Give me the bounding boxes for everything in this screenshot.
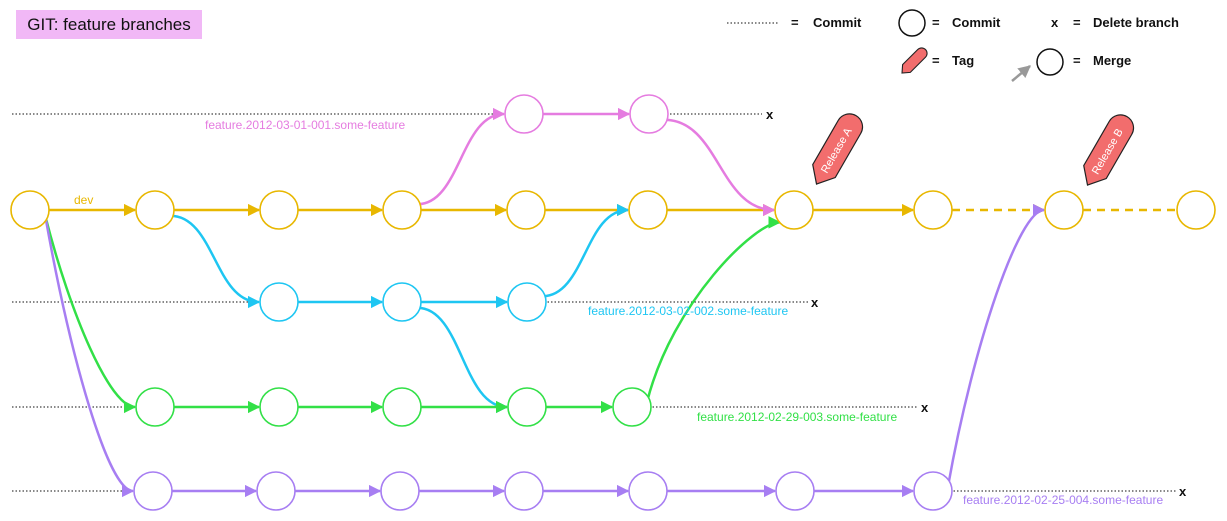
legend-commit-line-label: Commit [813, 15, 862, 30]
green-commit-node [382, 387, 422, 427]
pink-edge [417, 107, 506, 206]
blue-commit-node [259, 282, 299, 322]
green-edge [43, 215, 137, 414]
green-branch-label: feature.2012-02-29-003.some-feature [697, 410, 897, 424]
blue-edge [542, 203, 630, 298]
legend: = Commit = Commit x = Delete branch = Ta… [727, 9, 1179, 82]
page-title: GIT: feature branches [16, 10, 202, 39]
legend-commit-circle-label: Commit [952, 15, 1001, 30]
branch-labels: dev feature.2012-03-01-001.some-feature … [74, 118, 1163, 507]
purple-commit-node [504, 471, 544, 511]
legend-commit-circle [898, 9, 926, 37]
blue-edge [417, 306, 509, 414]
legend-merge-arrow [1011, 65, 1031, 82]
branch-edges [43, 107, 1176, 498]
green-commit-node [259, 387, 299, 427]
pink-edge [664, 118, 776, 217]
purple-edge [43, 215, 135, 498]
purple-delete-mark: x [1179, 484, 1187, 499]
blue-branch-label: feature.2012-03-02-002.some-feature [588, 304, 788, 318]
pink-commit-node [629, 94, 669, 134]
dev-commit-node [1176, 190, 1216, 230]
dev-branch-label: dev [74, 193, 93, 207]
tag-shape [1083, 114, 1135, 186]
purple-commit-node [380, 471, 420, 511]
green-delete-mark: x [921, 400, 929, 415]
green-commit-node [612, 387, 652, 427]
blue-delete-mark: x [811, 295, 819, 310]
dev-commit-node [135, 190, 175, 230]
purple-commit-node [775, 471, 815, 511]
blue-commit-node [382, 282, 422, 322]
legend-eq: = [791, 15, 799, 30]
dev-commit-node [774, 190, 814, 230]
dev-commit-node [382, 190, 422, 230]
dev-commit-node [259, 190, 299, 230]
legend-eq: = [932, 15, 940, 30]
release-tag-a: Release A [812, 113, 864, 185]
blue-commit-node [507, 282, 547, 322]
pink-delete-mark: x [766, 107, 774, 122]
purple-commit-node [256, 471, 296, 511]
legend-merge-label: Merge [1093, 53, 1131, 68]
green-commit-node [507, 387, 547, 427]
dotted-lines [12, 113, 1176, 492]
green-commit-node [135, 387, 175, 427]
green-edge [645, 216, 781, 402]
delete-marks: x x x x [766, 107, 1187, 499]
legend-tag-label: Tag [952, 53, 974, 68]
tag-shape [812, 113, 864, 185]
legend-eq: = [1073, 53, 1081, 68]
dev-commit-node [1044, 190, 1084, 230]
purple-commit-node [913, 471, 953, 511]
blue-edge [170, 214, 261, 309]
purple-commit-node [628, 471, 668, 511]
legend-tag-icon [901, 47, 928, 74]
legend-eq: = [932, 53, 940, 68]
purple-edge [946, 203, 1046, 486]
dev-commit-node [628, 190, 668, 230]
dev-commit-node [10, 190, 50, 230]
dev-commit-node [913, 190, 953, 230]
legend-merge-circle [1036, 48, 1064, 76]
legend-delete-symbol: x [1051, 15, 1059, 30]
purple-branch-label: feature.2012-02-25-004.some-feature [963, 493, 1163, 507]
release-tag-b: Release B [1083, 114, 1135, 186]
pink-commit-node [504, 94, 544, 134]
dev-commit-node [506, 190, 546, 230]
purple-commit-node [133, 471, 173, 511]
pink-branch-label: feature.2012-03-01-001.some-feature [205, 118, 405, 132]
legend-eq: = [1073, 15, 1081, 30]
legend-delete-label: Delete branch [1093, 15, 1179, 30]
commit-nodes [10, 94, 1216, 511]
